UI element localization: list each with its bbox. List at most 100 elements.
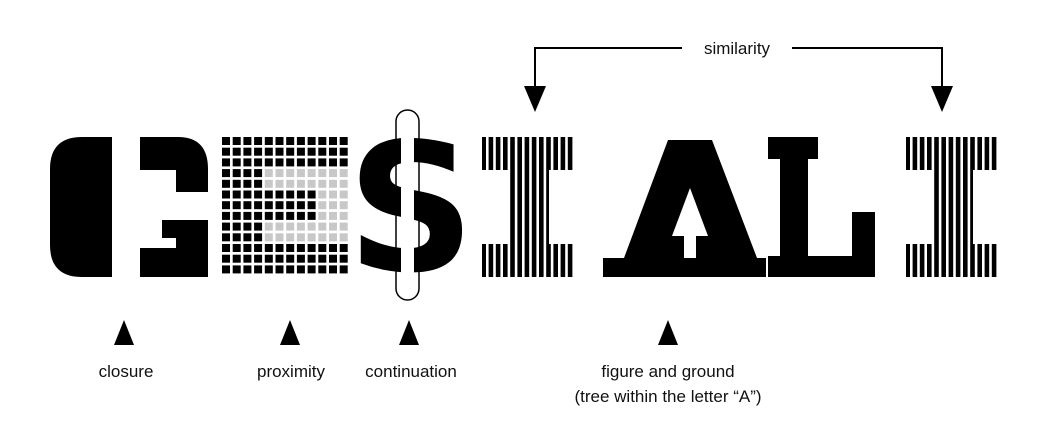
stripe-gap xyxy=(536,137,539,277)
proximity-grid-cell xyxy=(232,265,241,274)
proximity-grid-cell xyxy=(307,201,316,210)
proximity-grid-cell xyxy=(222,147,230,156)
stripe-gap xyxy=(931,137,935,277)
stripe-gap xyxy=(974,137,978,277)
proximity-grid-cell xyxy=(222,137,230,145)
proximity-grid-cell xyxy=(296,201,305,210)
proximity-grid-cell xyxy=(318,265,327,274)
proximity-grid-cell xyxy=(339,190,348,199)
proximity-grid-cell xyxy=(275,244,284,252)
stripe-gap xyxy=(910,137,913,277)
stripe-gap xyxy=(982,137,985,277)
proximity-grid-cell xyxy=(232,179,241,188)
proximity-grid-cell xyxy=(307,254,316,263)
proximity-grid-cell xyxy=(222,201,230,210)
proximity-grid-cell xyxy=(329,147,337,156)
proximity-grid-cell xyxy=(339,222,348,231)
proximity-grid-cell xyxy=(307,244,316,252)
stripe-gap xyxy=(514,137,518,277)
proximity-grid-cell xyxy=(254,201,263,210)
proximity-grid-cell xyxy=(275,137,284,145)
letter-e-proximity-grid xyxy=(222,137,348,274)
proximity-grid-cell xyxy=(254,190,263,199)
proximity-grid-cell xyxy=(232,201,241,210)
proximity-grid-cell xyxy=(286,233,295,242)
stripe-gap xyxy=(924,137,927,277)
proximity-grid-cell xyxy=(296,190,305,199)
continuation-capsule xyxy=(395,109,420,301)
proximity-grid-cell xyxy=(339,265,348,274)
proximity-grid-cell xyxy=(264,158,273,167)
proximity-grid-cell xyxy=(222,169,230,178)
letter-t-striped-right xyxy=(906,137,999,277)
proximity-grid-cell xyxy=(264,201,273,210)
proximity-grid-cell xyxy=(296,222,305,231)
proximity-grid-cell xyxy=(243,169,252,178)
closure-label: closure xyxy=(99,362,154,381)
stripe-gap xyxy=(996,137,999,277)
proximity-grid-cell xyxy=(232,169,241,178)
stripe-gap xyxy=(529,137,532,277)
proximity-grid-cell xyxy=(286,222,295,231)
proximity-grid-cell xyxy=(264,265,273,274)
stripe-gap xyxy=(953,137,956,277)
proximity-grid-cell xyxy=(264,137,273,145)
proximity-grid-cell xyxy=(254,137,263,145)
stripe-gap xyxy=(493,137,496,277)
stripe-gap xyxy=(522,137,525,277)
proximity-grid-cell xyxy=(222,244,230,252)
proximity-grid-cell xyxy=(296,211,305,220)
proximity-grid-cell xyxy=(232,254,241,263)
proximity-grid-cell xyxy=(232,147,241,156)
proximity-grid-cell xyxy=(264,244,273,252)
proximity-grid-cell xyxy=(222,254,230,263)
proximity-grid-cell xyxy=(275,190,284,199)
proximity-grid-cell xyxy=(254,254,263,263)
proximity-grid-cell xyxy=(286,201,295,210)
proximity-grid-cell xyxy=(264,147,273,156)
proximity-grid-cell xyxy=(243,158,252,167)
proximity-grid-cell xyxy=(339,233,348,242)
proximity-grid-cell xyxy=(329,190,337,199)
proximity-grid-cell xyxy=(318,233,327,242)
stripe-gap xyxy=(989,137,992,277)
proximity-grid-cell xyxy=(286,254,295,263)
proximity-grid-cell xyxy=(318,158,327,167)
proximity-grid-cell xyxy=(339,137,348,145)
similarity-arrow-right-icon xyxy=(931,86,953,112)
proximity-grid-cell xyxy=(339,158,348,167)
proximity-grid-cell xyxy=(329,233,337,242)
proximity-grid-cell xyxy=(243,265,252,274)
proximity-grid-cell xyxy=(254,233,263,242)
proximity-grid-cell xyxy=(243,211,252,220)
proximity-grid-cell xyxy=(318,179,327,188)
proximity-grid-cell xyxy=(296,158,305,167)
proximity-grid-cell xyxy=(286,265,295,274)
proximity-grid-cell xyxy=(318,147,327,156)
stripe-gap xyxy=(572,137,575,277)
proximity-grid-cell xyxy=(232,211,241,220)
proximity-grid-cell xyxy=(318,190,327,199)
proximity-grid-cell xyxy=(329,211,337,220)
letter-g xyxy=(50,137,208,277)
stripe-gap xyxy=(558,137,561,277)
proximity-grid-cell xyxy=(254,211,263,220)
proximity-grid-cell xyxy=(296,233,305,242)
figure-ground-label-line1: figure and ground xyxy=(601,362,734,381)
proximity-grid-cell xyxy=(307,211,316,220)
proximity-grid-cell xyxy=(232,137,241,145)
proximity-grid-cell xyxy=(318,222,327,231)
proximity-grid-cell xyxy=(264,233,273,242)
proximity-grid-cell xyxy=(307,158,316,167)
proximity-grid-cell xyxy=(222,222,230,231)
proximity-grid-cell xyxy=(339,179,348,188)
proximity-grid-cell xyxy=(307,222,316,231)
proximity-grid-cell xyxy=(286,137,295,145)
letter-l xyxy=(768,137,875,277)
proximity-grid-cell xyxy=(222,190,230,199)
stripe-gap xyxy=(507,137,511,277)
proximity-pointer-icon xyxy=(280,320,300,345)
proximity-grid-cell xyxy=(222,211,230,220)
letter-s: S xyxy=(347,105,475,312)
